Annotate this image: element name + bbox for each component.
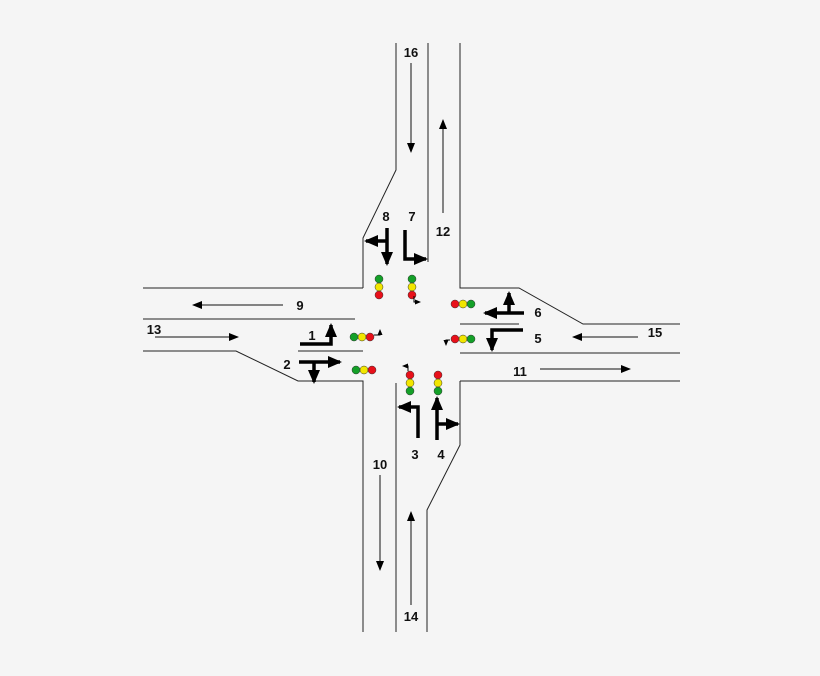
label-13: 13 [147, 322, 161, 337]
movement-labels: 1 2 3 4 5 6 7 8 9 10 11 12 13 14 15 16 [147, 45, 662, 624]
signal-west-bottom [351, 365, 377, 375]
signal-heads [349, 274, 476, 396]
road-edges [143, 43, 680, 632]
label-9: 9 [296, 298, 303, 313]
label-5: 5 [534, 331, 541, 346]
label-1: 1 [308, 328, 315, 343]
signal-west-top [349, 329, 383, 342]
signal-north-right [407, 274, 421, 305]
turn-arrows [299, 228, 524, 440]
signal-south-right [433, 370, 443, 396]
signal-south-left [402, 363, 415, 396]
signal-east-bottom [443, 334, 476, 346]
turn-arrow-7 [403, 230, 428, 265]
through-arrows [155, 63, 638, 605]
label-6: 6 [534, 305, 541, 320]
west-road-bottom-edge [143, 350, 364, 632]
label-16: 16 [404, 45, 418, 60]
turn-arrow-5 [486, 328, 523, 352]
turn-arrow-3 [397, 401, 420, 438]
label-15: 15 [648, 325, 662, 340]
turn-arrow-1 [300, 323, 337, 346]
label-12: 12 [436, 224, 450, 239]
label-11: 11 [513, 364, 527, 379]
signal-north-left [374, 274, 384, 300]
label-10: 10 [373, 457, 387, 472]
label-14: 14 [404, 609, 419, 624]
signal-east-top [450, 299, 476, 309]
label-2: 2 [283, 357, 290, 372]
north-road-left-edge [362, 43, 397, 288]
south-road-right-edge [426, 381, 461, 632]
label-3: 3 [411, 447, 418, 462]
label-4: 4 [437, 447, 445, 462]
north-road-right-edge [459, 43, 680, 325]
label-7: 7 [408, 209, 415, 224]
label-8: 8 [382, 209, 389, 224]
